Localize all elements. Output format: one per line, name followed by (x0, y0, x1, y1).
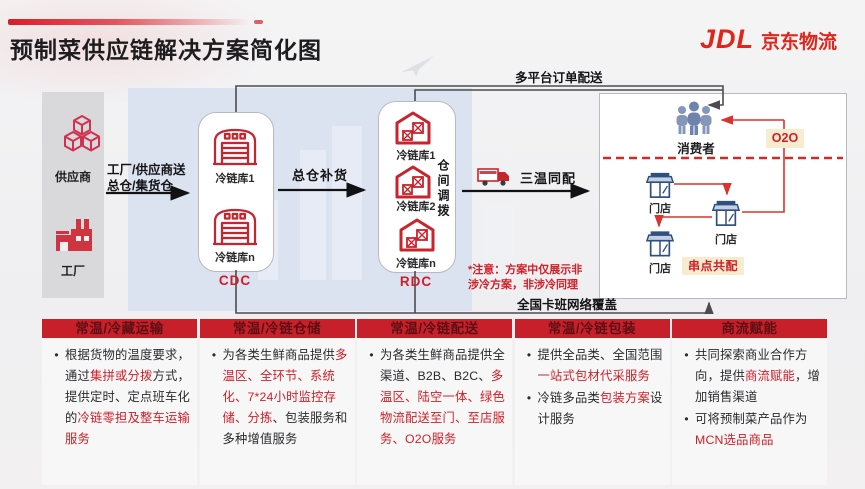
airplane-icon (400, 55, 434, 77)
store2-label: 门店 (715, 234, 737, 246)
rdc-warehouse-icon (395, 111, 431, 145)
service-bullet: • 提供全品类、全国范围一站式包材代采服务 (521, 345, 665, 387)
title-accent-dash (254, 20, 263, 24)
service-column-body: • 为各类生鲜商品提供全渠道、B2B、B2C、多温区、陆空一体、绿色物流配送至门、… (357, 338, 512, 485)
inter-warehouse-transfer-label: 仓间调拨 (436, 159, 450, 219)
service-column-title: 常温/冷链包装 (514, 319, 670, 338)
arrow1-label-line2: 总仓/集货仓 (107, 179, 173, 193)
rdc-warehouse-icon (395, 165, 431, 199)
bullet-text: 为各类生鲜商品提供全渠道、B2B、B2C、多温区、陆空一体、绿色物流配送至门、至… (380, 348, 505, 446)
service-column-transport: 常温/冷藏运输 • 根据货物的温度要求，通过集拼或分拨方式，提供定时、定点班车化的… (42, 319, 197, 485)
jd-logistics-name: 京东物流 (761, 32, 838, 53)
service-column-body: • 共同探索商业合作方向，提供商流赋能，增加销售渠道 • 可将预制菜产品作为MCN选品… (672, 338, 827, 485)
bullet-text: 为各类生鲜商品提供多温区、全环节、系统化、7*24小时监控存储、分拣、包装服务和… (222, 348, 348, 446)
jdl-logo-text: JDL (700, 24, 755, 54)
consumer-label: 消费者 (677, 142, 715, 156)
cdc-warehouse-icon (213, 128, 257, 166)
bullet-marker: • (526, 348, 532, 362)
cdc-warehouse1-label: 冷链库1 (215, 173, 255, 185)
service-bullet: • 可将预制菜产品作为MCN选品商品 (678, 409, 822, 451)
service-column-delivery: 常温/冷链配送 • 为各类生鲜商品提供全渠道、B2B、B2C、多温区、陆空一体、绿… (357, 319, 512, 485)
service-column-commerce: 商流赋能 • 共同探索商业合作方向，提供商流赋能，增加销售渠道 • 可将预制菜产品作为… (672, 319, 827, 485)
service-column-warehousing: 常温/冷链仓储 • 为各类生鲜商品提供多温区、全环节、系统化、7*24小时监控存储… (199, 319, 355, 485)
service-column-body: • 提供全品类、全国范围一站式包材代采服务 • 冷链多品类包装方案设计服务 (514, 338, 670, 485)
service-column-body: • 为各类生鲜商品提供多温区、全环节、系统化、7*24小时监控存储、分拣、包装服务… (199, 338, 355, 485)
service-column-title: 常温/冷链配送 (357, 319, 512, 338)
bullet-text: 提供全品类、全国范围一站式包材代采服务 (537, 348, 663, 383)
service-bullet: • 冷链多品类包装方案设计服务 (521, 388, 665, 430)
rdc-warehouse2-label: 冷链库2 (396, 201, 436, 213)
bullet-text: 可将预制菜产品作为MCN选品商品 (695, 412, 808, 447)
service-bullet: • 为各类生鲜商品提供全渠道、B2B、B2C、多温区、陆空一体、绿色物流配送至门、… (363, 345, 507, 450)
bullet-marker: • (684, 348, 689, 362)
factory-icon (56, 219, 92, 251)
building-decor (300, 150, 326, 280)
supplier-label: 供应商 (54, 170, 91, 184)
cdc-warehouse-n-label: 冷链库n (215, 252, 255, 264)
service-bullet: • 共同探索商业合作方向，提供商流赋能，增加销售渠道 (678, 345, 822, 408)
bullet-marker: • (684, 412, 689, 426)
note-line1: *注意：方案中仅展示非 (468, 264, 583, 276)
service-bullet: • 根据货物的温度要求，通过集拼或分拨方式，提供定时、定点班车化的冷链零担及整车运… (48, 345, 192, 450)
service-column-title: 商流赋能 (672, 319, 827, 338)
arrow2-label: 总仓补货 (292, 168, 349, 183)
rdc-warehouse-n-label: 冷链库n (396, 258, 436, 270)
note-line2: 涉冷方案，非涉冷同理 (468, 279, 578, 291)
arrow3-label: 三温同配 (520, 171, 577, 186)
bullet-marker: • (54, 348, 59, 362)
arrow1-label-line1: 工厂/供应商送 (107, 163, 186, 177)
page-title: 预制菜供应链解决方案简化图 (10, 37, 322, 63)
rdc-warehouse-icon (399, 218, 435, 252)
store3-label: 门店 (649, 263, 671, 275)
store1-label: 门店 (649, 203, 671, 215)
jd-logistics-logo: JDL 京东物流 (700, 24, 837, 55)
service-column-packaging: 常温/冷链包装 • 提供全品类、全国范围一站式包材代采服务 • 冷链多品类包装方案设计… (514, 319, 670, 485)
store-icon (712, 200, 740, 226)
multi-platform-order-label: 多平台订单配送 (515, 71, 603, 85)
bullet-marker: • (211, 348, 217, 362)
cubes-icon (64, 115, 100, 152)
multi-stop-codelivery-badge: 串点共配 (682, 257, 744, 275)
national-linehaul-label: 全国卡班网络覆盖 (517, 298, 618, 312)
building-decor (332, 126, 362, 280)
service-column-title: 常温/冷藏运输 (42, 319, 197, 338)
title-accent-bar (8, 19, 250, 25)
cdc-label: CDC (218, 273, 252, 288)
o2o-badge: O2O (766, 129, 804, 148)
service-column-body: • 根据货物的温度要求，通过集拼或分拨方式，提供定时、定点班车化的冷链零担及整车运… (42, 338, 197, 485)
bullet-text: 冷链多品类包装方案设计服务 (537, 391, 663, 426)
store-icon (646, 172, 674, 198)
truck-icon (477, 168, 509, 186)
bullet-marker: • (369, 348, 374, 362)
service-column-title: 常温/冷链仓储 (199, 319, 355, 338)
factory-label: 工厂 (60, 264, 85, 278)
service-bullet: • 为各类生鲜商品提供多温区、全环节、系统化、7*24小时监控存储、分拣、包装服务… (206, 345, 350, 450)
rdc-warehouse1-label: 冷链库1 (396, 150, 436, 162)
bullet-text: 共同探索商业合作方向，提供商流赋能，增加销售渠道 (695, 348, 820, 404)
bullet-text: 根据货物的温度要求，通过集拼或分拨方式，提供定时、定点班车化的冷链零担及整车运输… (65, 348, 190, 446)
consumer-icon (676, 101, 712, 135)
rdc-label: RDC (399, 274, 433, 289)
cdc-warehouse-icon (213, 208, 257, 246)
bullet-marker: • (526, 391, 532, 405)
store-icon (646, 231, 674, 257)
